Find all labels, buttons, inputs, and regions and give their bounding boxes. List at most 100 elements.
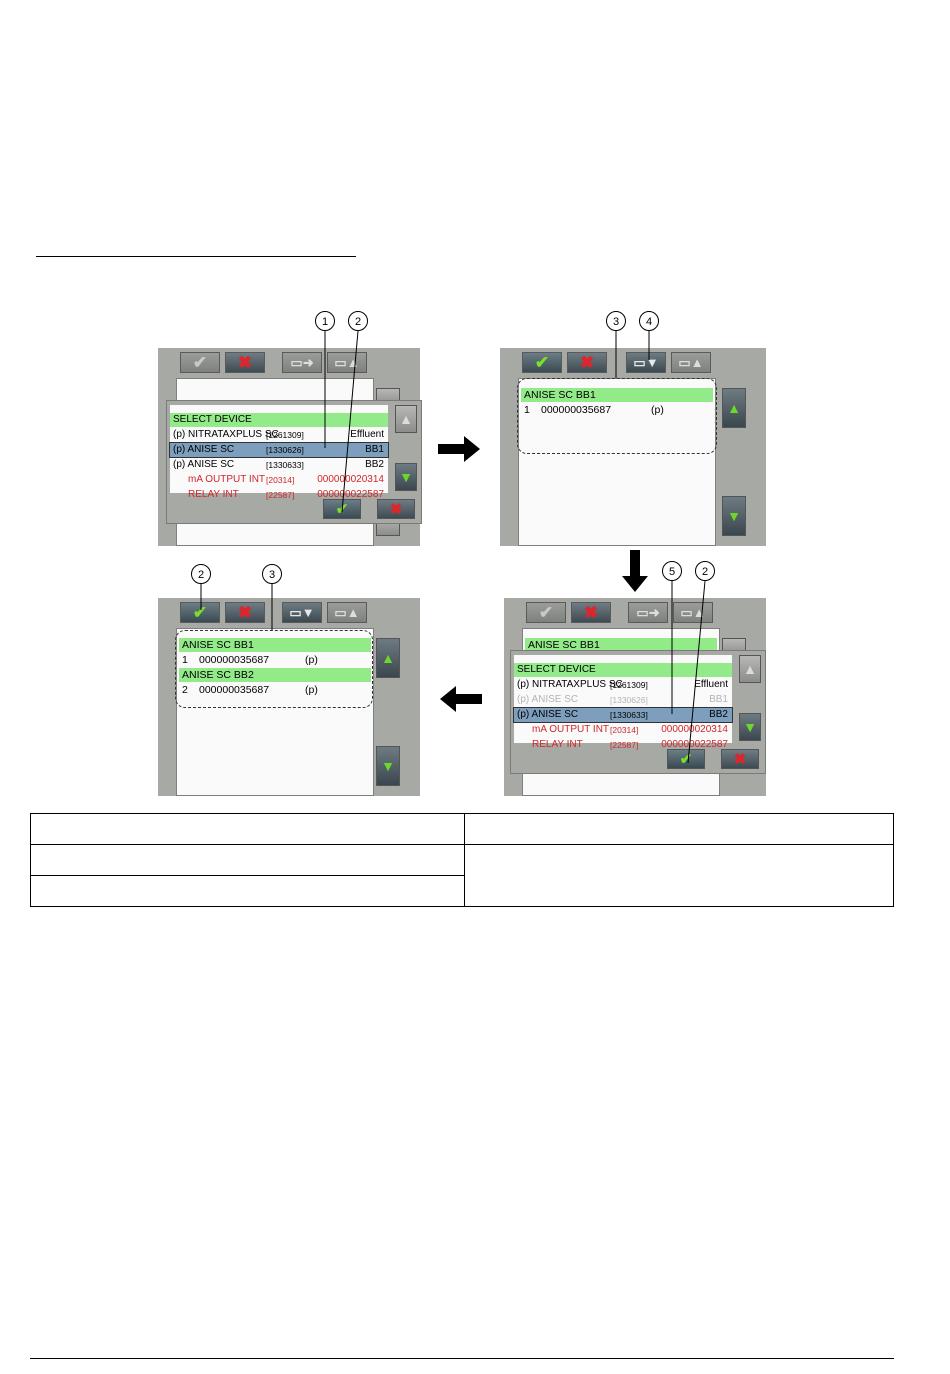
dialog-scroll-up-button[interactable]: ▲ (739, 655, 761, 683)
cancel-button[interactable]: ✖ (225, 352, 265, 373)
move-up-button[interactable]: ▭▲ (673, 602, 713, 623)
table-cell (464, 813, 894, 845)
arrow-right-icon (438, 436, 480, 462)
device-row[interactable]: (p) ANISE SC[1330633]BB2 (170, 458, 388, 472)
group-header[interactable]: ANISE SC BB1 (525, 638, 717, 652)
screen-panel-1: ✔ ✖ ▭➜ ▭▲ SELECT DEVICE (p) NITRATAXPLUS … (158, 348, 422, 546)
scroll-up-icon: ▲ (381, 650, 395, 666)
device-name: mA OUTPUT INT (532, 724, 610, 735)
close-icon: ✖ (237, 352, 253, 372)
device-row[interactable]: (p) ANISE SC[1330626]BB1 (514, 693, 732, 707)
footer-rule (30, 1358, 894, 1359)
device-location: 000000020314 (317, 474, 384, 485)
item-serial: 000000035687 (199, 654, 270, 666)
close-icon: ✖ (733, 751, 747, 768)
scroll-up-button[interactable]: ▲ (376, 638, 400, 678)
dialog-confirm-button[interactable]: ✔ (667, 749, 705, 769)
group-header[interactable]: ANISE SC BB1 (179, 638, 371, 652)
confirm-button[interactable]: ✔ (180, 352, 220, 373)
device-name: (p) NITRATAXPLUS SC (517, 679, 623, 690)
device-id: [22587] (610, 740, 639, 750)
scroll-down-button[interactable]: ▼ (722, 496, 746, 536)
section-underline (36, 256, 356, 257)
dialog-scroll-down-button[interactable]: ▼ (395, 463, 417, 491)
device-location: 000000020314 (661, 724, 728, 735)
screen-panel-2: ✔ ✖ ▭▼ ▭▲ ANISE SC BB1 1 000000035687 (p… (500, 348, 766, 546)
table-row (30, 844, 894, 907)
scroll-down-icon: ▼ (727, 508, 741, 524)
cancel-button[interactable]: ✖ (571, 602, 611, 623)
scroll-up-icon: ▲ (399, 411, 413, 427)
move-right-button[interactable]: ▭➜ (282, 352, 322, 373)
device-row[interactable]: mA OUTPUT INT[20314]000000020314 (170, 473, 388, 487)
device-row[interactable]: (p) NITRATAXPLUS SC[1261309]Effluent (514, 678, 732, 692)
dialog-scroll-down-button[interactable]: ▼ (739, 713, 761, 741)
move-right-button[interactable]: ▭➜ (628, 602, 668, 623)
confirm-button[interactable]: ✔ (526, 602, 566, 623)
check-icon: ✔ (538, 602, 554, 622)
move-down-icon: ▭▼ (289, 604, 315, 620)
scroll-down-icon: ▼ (399, 469, 413, 485)
device-id: [1261309] (266, 430, 304, 440)
device-name: (p) ANISE SC (173, 459, 235, 470)
confirm-button[interactable]: ✔ (180, 602, 220, 623)
move-down-button[interactable]: ▭▼ (626, 352, 666, 373)
item-index: 1 (524, 404, 530, 416)
move-up-button[interactable]: ▭▲ (327, 602, 367, 623)
item-serial: 000000035687 (541, 404, 612, 416)
scroll-up-icon: ▲ (743, 661, 757, 677)
item-flag: (p) (305, 684, 318, 696)
device-row[interactable]: RELAY INT [22587] 000000022587 (514, 738, 732, 752)
move-down-button[interactable]: ▭▼ (282, 602, 322, 623)
device-row[interactable]: (p) ANISE SC[1330626]BB1 (169, 442, 389, 458)
group-item[interactable]: 1 000000035687 (p) (179, 653, 371, 667)
close-icon: ✖ (583, 602, 599, 622)
table-cell (30, 813, 465, 845)
check-icon: ✔ (192, 602, 208, 622)
cancel-button[interactable]: ✖ (567, 352, 607, 373)
device-row[interactable]: (p) ANISE SC[1330633]BB2 (513, 707, 733, 723)
scroll-down-button[interactable]: ▼ (376, 746, 400, 786)
device-row[interactable]: (p) NITRATAXPLUS SC[1261309]Effluent (170, 428, 388, 442)
close-icon: ✖ (237, 602, 253, 622)
item-index: 2 (182, 684, 188, 696)
cancel-button[interactable]: ✖ (225, 602, 265, 623)
move-up-button[interactable]: ▭▲ (327, 352, 367, 373)
group-item[interactable]: 1 000000035687 (p) (521, 403, 713, 417)
device-name: (p) ANISE SC (517, 694, 579, 705)
device-location: BB1 (709, 694, 728, 705)
scroll-up-button[interactable]: ▲ (722, 388, 746, 428)
table-cell (30, 875, 465, 907)
dialog-cancel-button[interactable]: ✖ (721, 749, 759, 769)
screen-panel-4: ✔ ✖ ▭▼ ▭▲ ANISE SC BB1 1 000000035687 (p… (158, 598, 420, 796)
table-row (30, 813, 894, 845)
callout-1: 1 (315, 311, 335, 331)
device-row[interactable]: RELAY INT[22587]000000022587 (170, 488, 388, 502)
item-flag: (p) (305, 654, 318, 666)
dialog-cancel-button[interactable]: ✖ (377, 499, 415, 519)
device-group-list: ANISE SC BB1 1 000000035687 (p) (518, 378, 716, 546)
group-item[interactable]: 2 000000035687 (p) (179, 683, 371, 697)
device-location: 000000022587 (661, 739, 728, 750)
device-row[interactable]: mA OUTPUT INT[20314]000000020314 (514, 723, 732, 737)
device-id: [1330633] (610, 710, 648, 720)
scroll-down-icon: ▼ (743, 719, 757, 735)
close-icon: ✖ (389, 501, 403, 518)
device-id: [1330626] (266, 445, 304, 455)
callout-2: 2 (695, 561, 715, 581)
confirm-button[interactable]: ✔ (522, 352, 562, 373)
highlight-dashed-frame (517, 378, 717, 454)
group-header[interactable]: ANISE SC BB2 (179, 668, 371, 682)
group-header[interactable]: ANISE SC BB1 (521, 388, 713, 402)
move-up-button[interactable]: ▭▲ (671, 352, 711, 373)
leader-lines (200, 330, 706, 764)
move-up-icon: ▭▲ (334, 604, 360, 620)
device-name: SELECT DEVICE (173, 414, 252, 425)
check-icon: ✔ (534, 352, 550, 372)
callout-4: 4 (639, 311, 659, 331)
select-device-dialog: SELECT DEVICE(p) NITRATAXPLUS SC[1261309… (510, 650, 766, 774)
dialog-scroll-up-button[interactable]: ▲ (395, 405, 417, 433)
device-id: [22587] (266, 490, 295, 500)
device-location: 000000022587 (317, 489, 384, 500)
device-name: RELAY INT (532, 739, 583, 750)
